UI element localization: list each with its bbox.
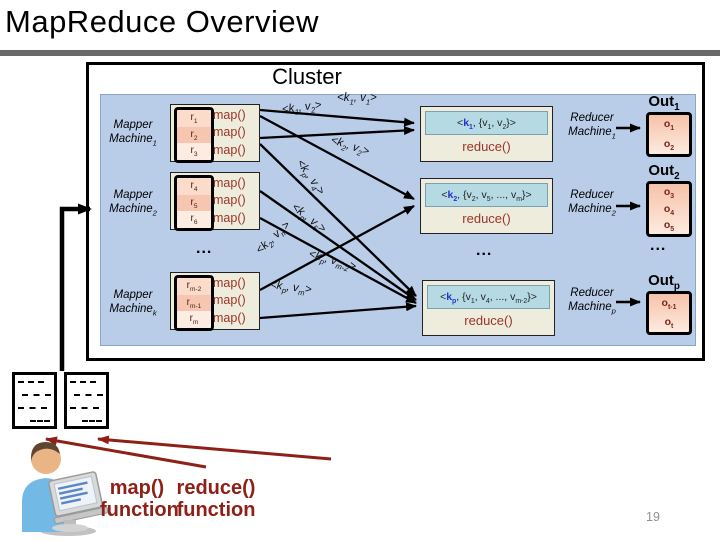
reducer-machine-2-box: <k2, {v2, v5, ..., vm}> reduce()	[420, 178, 553, 234]
record-box-2: r4 r5 r6	[174, 175, 214, 231]
out-p-label: Outp	[648, 272, 680, 292]
kv-label-k1v1: <k1, v1>	[337, 92, 377, 107]
reduce-function-legend: reduce() function	[176, 477, 256, 521]
out-2-box: o3 o4 o5	[646, 181, 692, 237]
mapper-machine-k-box: rm-2 rm-1 rm map() map() map()	[170, 272, 260, 331]
reducer-machine-1-label: Reducer Machine1	[568, 112, 616, 141]
out-2-label: Out2	[648, 162, 680, 182]
reduce-function: reduce()	[462, 139, 511, 154]
output-item: o3	[663, 186, 675, 201]
output-item: ot-1	[661, 297, 677, 312]
reducer-machine-1-box: <k1, {v1, v2}> reduce()	[420, 106, 553, 162]
out-1-box: o1 o2	[646, 112, 692, 157]
reducer-p-input: <kp, {v1, v4, ..., vm-2}>	[427, 285, 550, 309]
mapper-machine-2-label: Mapper Machine2	[109, 189, 157, 218]
out-1-label: Out1	[648, 93, 680, 113]
mapper-machine-1-label: Mapper Machine1	[109, 119, 157, 148]
record: r3	[177, 143, 211, 160]
reducer-machine-p-box: <kp, {v1, v4, ..., vm-2}> reduce()	[422, 280, 555, 336]
out-ellipsis: ...	[650, 237, 667, 254]
record-box-k: rm-2 rm-1 rm	[174, 275, 214, 331]
cluster-title: Cluster	[272, 64, 342, 89]
mapper-ellipsis: ...	[196, 240, 213, 257]
output-item: o2	[663, 137, 675, 152]
title-divider	[0, 50, 720, 56]
page-number: 19	[646, 510, 660, 524]
record: rm-2	[177, 278, 211, 295]
input-document-icon	[64, 372, 109, 429]
record: r2	[177, 126, 211, 144]
record: r6	[177, 211, 211, 228]
record: rm	[177, 311, 211, 328]
output-item: o1	[663, 118, 675, 133]
map-functions: map() map() map()	[213, 276, 246, 325]
mapper-machine-1-box: r1 r2 r3 map() map() map()	[170, 104, 260, 163]
output-item: o5	[663, 219, 675, 234]
out-p-box: ot-1 ot	[646, 291, 692, 335]
output-item: o4	[663, 202, 675, 217]
map-functions: map() map() map()	[213, 108, 246, 157]
reducer-ellipsis: ...	[476, 242, 493, 259]
map-functions: map() map() map()	[213, 176, 246, 225]
record: r1	[177, 110, 211, 127]
reduce-function: reduce()	[462, 211, 511, 226]
reducer-machine-p-label: Reducer Machinep	[568, 287, 616, 316]
reducer-1-input: <k1, {v1, v2}>	[425, 111, 548, 135]
record: r4	[177, 178, 211, 195]
reducer-2-input: <k2, {v2, v5, ..., vm}>	[425, 183, 548, 207]
record-box-1: r1 r2 r3	[174, 107, 214, 163]
page-title: MapReduce Overview	[5, 4, 319, 39]
mapper-machine-2-box: r4 r5 r6 map() map() map()	[170, 172, 260, 231]
reducer-machine-2-label: Reducer Machine2	[568, 189, 616, 218]
map-function-legend: map() function	[100, 477, 179, 521]
record: r5	[177, 194, 211, 212]
mapper-machine-k-label: Mapper Machinek	[109, 289, 157, 318]
input-document-icon	[12, 372, 57, 429]
output-item: ot	[664, 316, 674, 331]
record: rm-1	[177, 294, 211, 312]
reduce-function-arrow	[97, 435, 332, 461]
reduce-function: reduce()	[464, 313, 513, 328]
